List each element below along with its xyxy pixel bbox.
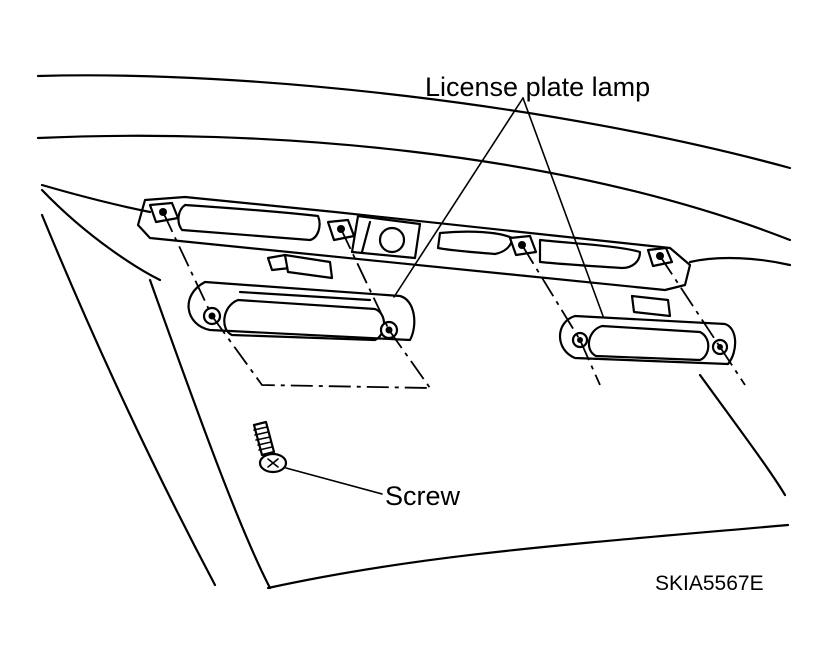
screw bbox=[252, 420, 288, 474]
license-plate-lamp-right bbox=[559, 294, 737, 366]
leader-lines bbox=[285, 97, 604, 495]
screw-label: Screw bbox=[385, 481, 461, 511]
license-plate-lamp-label: License plate lamp bbox=[425, 72, 650, 102]
vehicle-body-outline bbox=[36, 74, 792, 590]
alignment-centerlines bbox=[162, 211, 746, 389]
figure-code: SKIA5567E bbox=[655, 572, 764, 595]
license-plate-lamp-left bbox=[187, 253, 416, 342]
lamp-recess-panel bbox=[136, 195, 692, 292]
